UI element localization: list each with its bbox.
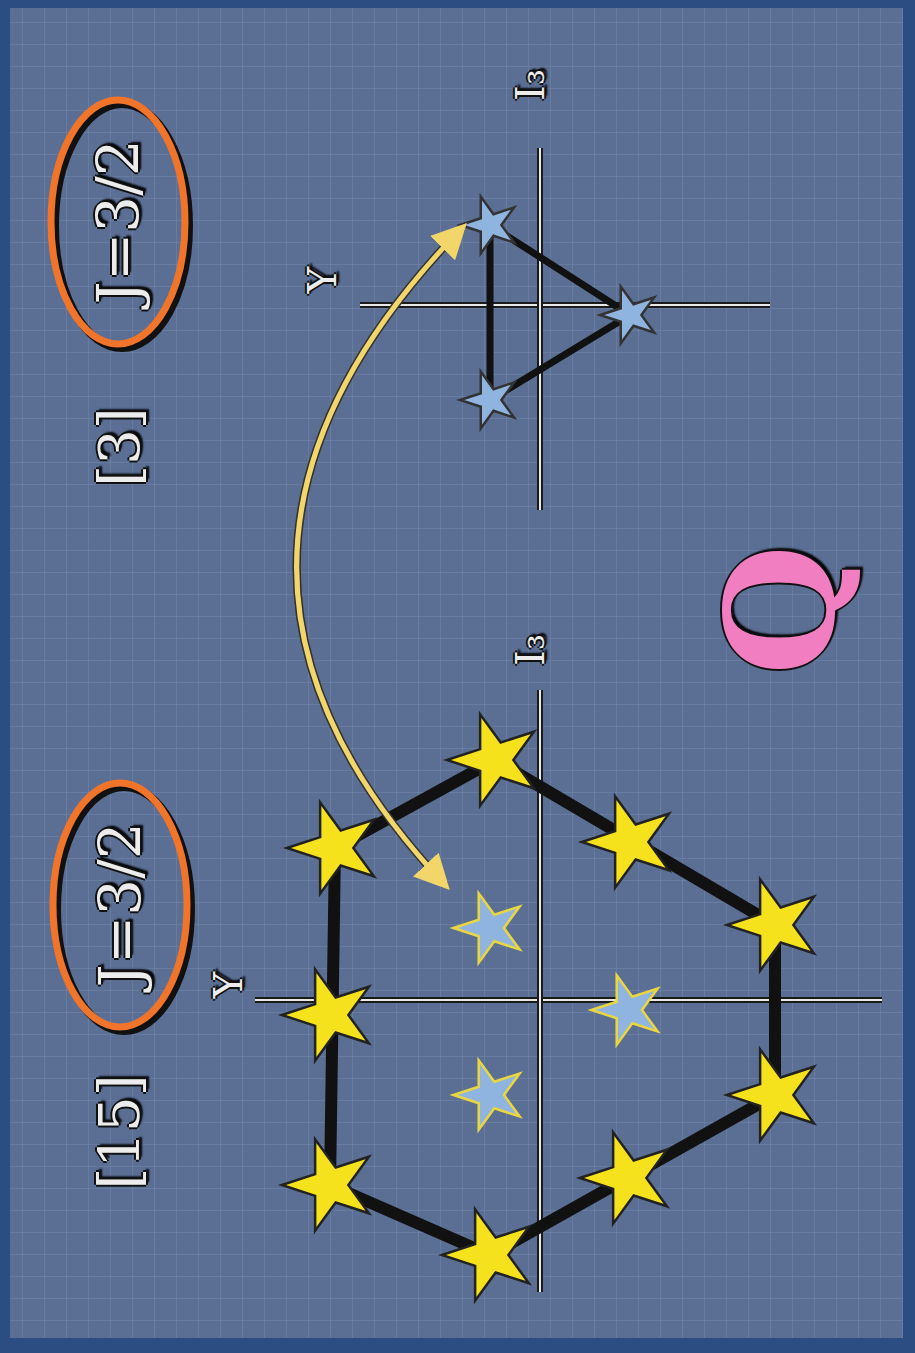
- inner-weight-star: [453, 893, 519, 963]
- weight-star: [442, 1209, 529, 1301]
- axis-label: Y: [302, 267, 342, 293]
- weight-star: [282, 1139, 369, 1231]
- representation-label: [3]: [92, 407, 148, 486]
- inner-weight-star: [453, 1060, 519, 1130]
- spin-label: J=3/2: [89, 139, 147, 304]
- i3-axis: [537, 148, 543, 510]
- operator-symbol: Q: [705, 545, 855, 676]
- arrow-shadow: [297, 228, 462, 885]
- representation-label: [15]: [92, 1075, 148, 1190]
- circled-label: J=3/2: [45, 775, 195, 1035]
- mapping-arrow: [297, 228, 462, 885]
- axis-label: I₃: [510, 634, 550, 666]
- inner-weight-star: [591, 975, 657, 1045]
- weight-star: [580, 1132, 667, 1224]
- weight-star: [447, 714, 534, 806]
- slide-background: [10, 8, 903, 1338]
- i3-axis: [539, 148, 541, 510]
- circled-label: J=3/2: [43, 92, 193, 352]
- y-axis: [360, 304, 770, 306]
- weight-star: [460, 197, 514, 254]
- weight-star: [727, 879, 814, 971]
- weight-star: [600, 287, 654, 344]
- weight-star: [460, 372, 514, 429]
- y-axis: [360, 302, 770, 308]
- spin-label: J=3/2: [91, 822, 149, 987]
- axis-label: Y: [208, 972, 248, 998]
- weight-star: [727, 1049, 814, 1141]
- axis-label: I₃: [510, 69, 550, 101]
- weight-star: [282, 969, 369, 1061]
- weight-star: [582, 796, 669, 888]
- weight-star: [287, 802, 374, 894]
